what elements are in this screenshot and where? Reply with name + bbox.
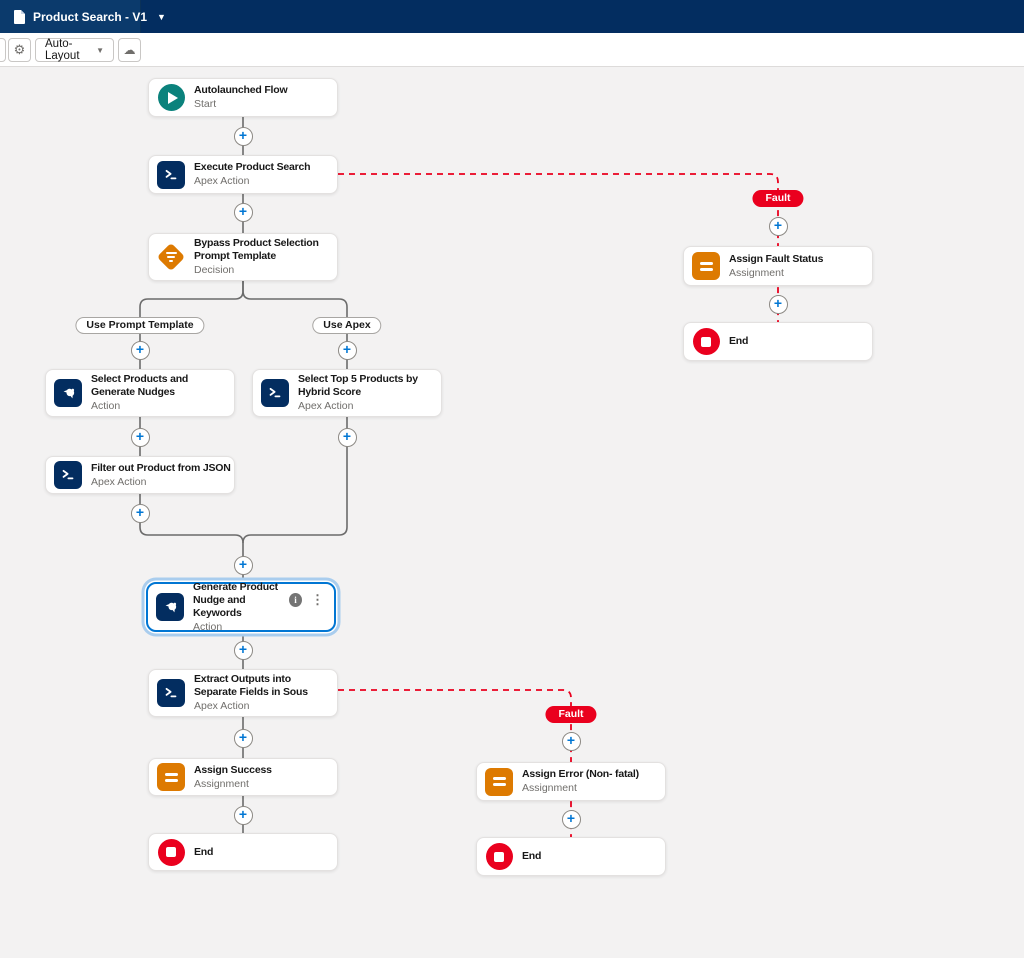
node-title: Select Top 5 Products by Hybrid Score [298, 373, 418, 398]
flow-node-assign-fault[interactable]: Assign Fault Status Assignment [683, 246, 873, 286]
node-title: End [194, 845, 214, 858]
app-header: Product Search - V1 ▼ [0, 0, 1024, 33]
assignment-icon [692, 252, 720, 280]
einstein-action-icon [156, 593, 184, 621]
fault-path-label: Fault [752, 190, 804, 207]
node-title: Extract Outputs into Separate Fields in … [194, 673, 308, 698]
decision-icon [156, 242, 186, 272]
node-title: Assign Fault Status [729, 252, 824, 265]
apex-action-icon [157, 160, 185, 189]
flow-node-select-products[interactable]: Select Products and Generate Nudges Acti… [45, 369, 235, 417]
flow-canvas[interactable]: Fault Fault Use Prompt Template Use Apex… [0, 67, 1024, 958]
node-title: End [729, 335, 749, 347]
node-subtitle: Decision [194, 264, 235, 276]
end-icon [692, 328, 720, 356]
node-subtitle: Apex Action [194, 175, 250, 187]
add-element-button[interactable]: + [768, 294, 788, 314]
flow-node-assign-error[interactable]: Assign Error (Non- fatal) Assignment [476, 762, 666, 801]
chevron-down-icon: ▼ [157, 11, 166, 22]
layout-mode-label: Auto-Layout [45, 38, 80, 62]
add-element-button[interactable]: + [337, 340, 357, 360]
node-title: End [522, 850, 542, 862]
flow-node-select-top5[interactable]: Select Top 5 Products by Hybrid Score Ap… [252, 369, 442, 417]
gear-icon: ⚙ [13, 42, 26, 57]
node-title: Generate Product Nudge and Keywords [193, 580, 278, 619]
chevron-down-icon: ▼ [96, 45, 104, 55]
assignment-icon [157, 763, 185, 791]
add-element-button[interactable]: + [561, 731, 581, 751]
add-element-button[interactable]: + [233, 202, 253, 222]
apex-action-icon [157, 679, 185, 707]
flow-node-end-fault[interactable]: End [683, 322, 873, 361]
flow-node-bypass-decision[interactable]: Bypass Product Selection Prompt Template… [148, 233, 338, 281]
node-subtitle: Action [91, 400, 121, 412]
document-icon [14, 9, 25, 24]
flow-node-execute-product-search[interactable]: Execute Product Search Apex Action [148, 155, 338, 194]
node-title: Assign Error (Non- fatal) [522, 768, 639, 780]
node-subtitle: Assignment [194, 777, 249, 790]
fault-path-label: Fault [545, 706, 597, 723]
flow-node-extract-outputs[interactable]: Extract Outputs into Separate Fields in … [148, 669, 338, 717]
layout-mode-dropdown[interactable]: Auto-Layout ▼ [35, 38, 114, 62]
flow-node-start[interactable]: Autolaunched Flow Start [148, 78, 338, 117]
node-subtitle: Apex Action [194, 700, 250, 712]
add-element-button[interactable]: + [233, 805, 253, 825]
cloud-icon: ☁ [123, 43, 136, 57]
flow-node-end-main[interactable]: End [148, 833, 338, 871]
add-element-button[interactable]: + [233, 126, 253, 146]
add-element-button[interactable]: + [233, 728, 253, 748]
apex-action-icon [261, 379, 289, 407]
flow-title: Product Search - V1 [33, 9, 148, 24]
branch-label-use-prompt-template: Use Prompt Template [75, 317, 205, 334]
node-subtitle: Assignment [522, 782, 577, 794]
canvas-toolbar: ⚙ Auto-Layout ▼ ☁ [0, 33, 1024, 67]
node-title: Filter out Product from JSON [91, 461, 231, 474]
add-element-button[interactable]: + [130, 340, 150, 360]
add-element-button[interactable]: + [337, 427, 357, 447]
start-flow-icon [157, 84, 185, 112]
settings-button[interactable]: ⚙ [8, 38, 31, 62]
add-element-button[interactable]: + [130, 503, 150, 523]
node-title: Select Products and Generate Nudges [91, 373, 189, 398]
node-subtitle: Apex Action [298, 400, 354, 412]
assignment-icon [485, 767, 513, 796]
node-title: Execute Product Search [194, 161, 311, 173]
fault-connectors [338, 173, 779, 837]
end-icon [157, 838, 185, 866]
view-options-button[interactable]: ☁ [118, 38, 141, 62]
node-title: Bypass Product Selection Prompt Template [194, 237, 319, 262]
node-subtitle: Action [193, 620, 223, 633]
node-subtitle: Apex Action [91, 475, 147, 488]
apex-action-icon [54, 461, 82, 489]
node-subtitle: Assignment [729, 266, 784, 279]
node-title: Assign Success [194, 763, 272, 776]
add-element-button[interactable]: + [233, 640, 253, 660]
end-icon [485, 843, 513, 871]
kebab-menu-icon[interactable]: ⋮ [311, 592, 324, 607]
node-subtitle: Start [194, 98, 217, 110]
add-element-button[interactable]: + [768, 216, 788, 236]
flow-node-generate-nudge[interactable]: Generate Product Nudge and Keywords i ⋮ … [146, 580, 336, 633]
flow-node-end-error[interactable]: End [476, 837, 666, 876]
flow-node-filter-json[interactable]: Filter out Product from JSON Apex Action [45, 456, 235, 494]
flow-title-menu[interactable]: Product Search - V1 ▼ [0, 0, 166, 33]
add-element-button[interactable]: + [130, 427, 150, 447]
branch-label-use-apex: Use Apex [312, 317, 382, 334]
flow-connectors [139, 117, 779, 837]
flow-node-assign-success[interactable]: Assign Success Assignment [148, 758, 338, 796]
node-title: Autolaunched Flow [194, 84, 288, 96]
einstein-action-icon [54, 379, 82, 407]
add-element-button[interactable]: + [233, 555, 253, 575]
info-icon[interactable]: i [289, 593, 302, 607]
toolbar-clipped-button[interactable] [0, 38, 6, 62]
add-element-button[interactable]: + [561, 809, 581, 829]
